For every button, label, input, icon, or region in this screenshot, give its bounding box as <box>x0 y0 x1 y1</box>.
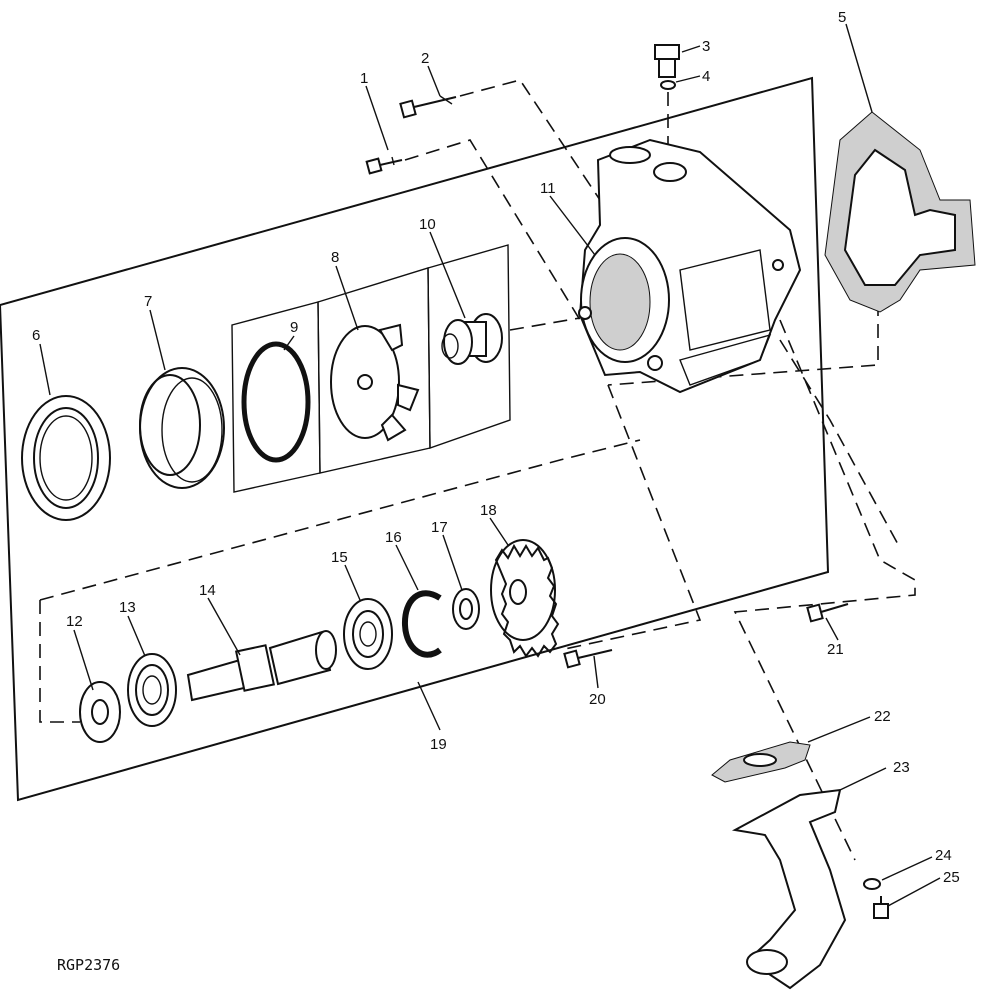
cover-7 <box>139 367 225 489</box>
callout-11: 11 <box>540 180 556 197</box>
assembly-panel <box>0 76 830 802</box>
seal-cartridge-10 <box>441 313 503 365</box>
callout-17: 17 <box>431 519 448 536</box>
bolt-25 <box>873 896 889 919</box>
plug-3 <box>654 44 680 78</box>
callout-15: 15 <box>331 549 348 566</box>
callout-14: 14 <box>199 582 216 599</box>
outlet-dash-2 <box>779 339 901 549</box>
callout-13: 13 <box>119 599 136 616</box>
callout-7: 7 <box>144 293 152 310</box>
outlet-gasket-22 <box>711 741 811 783</box>
callout-12: 12 <box>66 613 83 630</box>
gear-18 <box>490 539 560 658</box>
housing-gasket-5 <box>824 111 976 313</box>
callout-labels: 1 2 3 4 5 6 7 8 9 10 11 12 13 14 15 16 1… <box>32 9 960 886</box>
callout-10: 10 <box>419 216 436 233</box>
callout-24: 24 <box>935 847 952 864</box>
impeller-8 <box>330 323 420 442</box>
outlet-elbow-23 <box>731 788 847 990</box>
figure-reference-code: RGP2376 <box>57 956 120 974</box>
bolt-21 <box>806 603 849 623</box>
callout-22: 22 <box>874 708 891 725</box>
bearing-15 <box>343 598 393 670</box>
callout-2: 2 <box>421 50 429 67</box>
snap-ring-16 <box>401 590 442 658</box>
callout-8: 8 <box>331 249 339 266</box>
shaft-14 <box>186 630 337 702</box>
shaft-bracket-dash-top <box>39 439 641 601</box>
leader-lines <box>39 23 941 907</box>
o-ring-9 <box>241 341 311 463</box>
shaft-bracket-dash <box>39 600 80 723</box>
washer-24 <box>863 878 881 890</box>
callout-6: 6 <box>32 327 40 344</box>
pump-housing-11 <box>578 138 802 394</box>
callout-19: 19 <box>430 736 447 753</box>
seal-cartridge-box <box>427 244 511 449</box>
shaft-bracket-dash-right <box>559 384 702 651</box>
callout-23: 23 <box>893 759 910 776</box>
washer-4 <box>660 80 676 90</box>
bearing-13 <box>127 653 177 727</box>
gasket-dash <box>607 229 879 386</box>
callout-20: 20 <box>589 691 606 708</box>
spacer-17 <box>452 588 480 630</box>
callout-25: 25 <box>943 869 960 886</box>
callout-9: 9 <box>290 319 298 336</box>
callout-4: 4 <box>702 68 710 85</box>
callout-1: 1 <box>360 70 368 87</box>
bolt1-dash <box>404 139 581 321</box>
seal-6 <box>21 395 111 521</box>
bolt-1 <box>365 156 403 175</box>
bolt2-dash <box>459 79 601 201</box>
bolt-20 <box>563 649 613 669</box>
callout-3: 3 <box>702 38 710 55</box>
bolt-2 <box>399 95 457 119</box>
callout-21: 21 <box>827 641 844 658</box>
seal-dash <box>509 317 581 331</box>
callout-16: 16 <box>385 529 402 546</box>
bearing-12 <box>79 681 121 743</box>
callout-18: 18 <box>480 502 497 519</box>
callout-5: 5 <box>838 9 846 26</box>
